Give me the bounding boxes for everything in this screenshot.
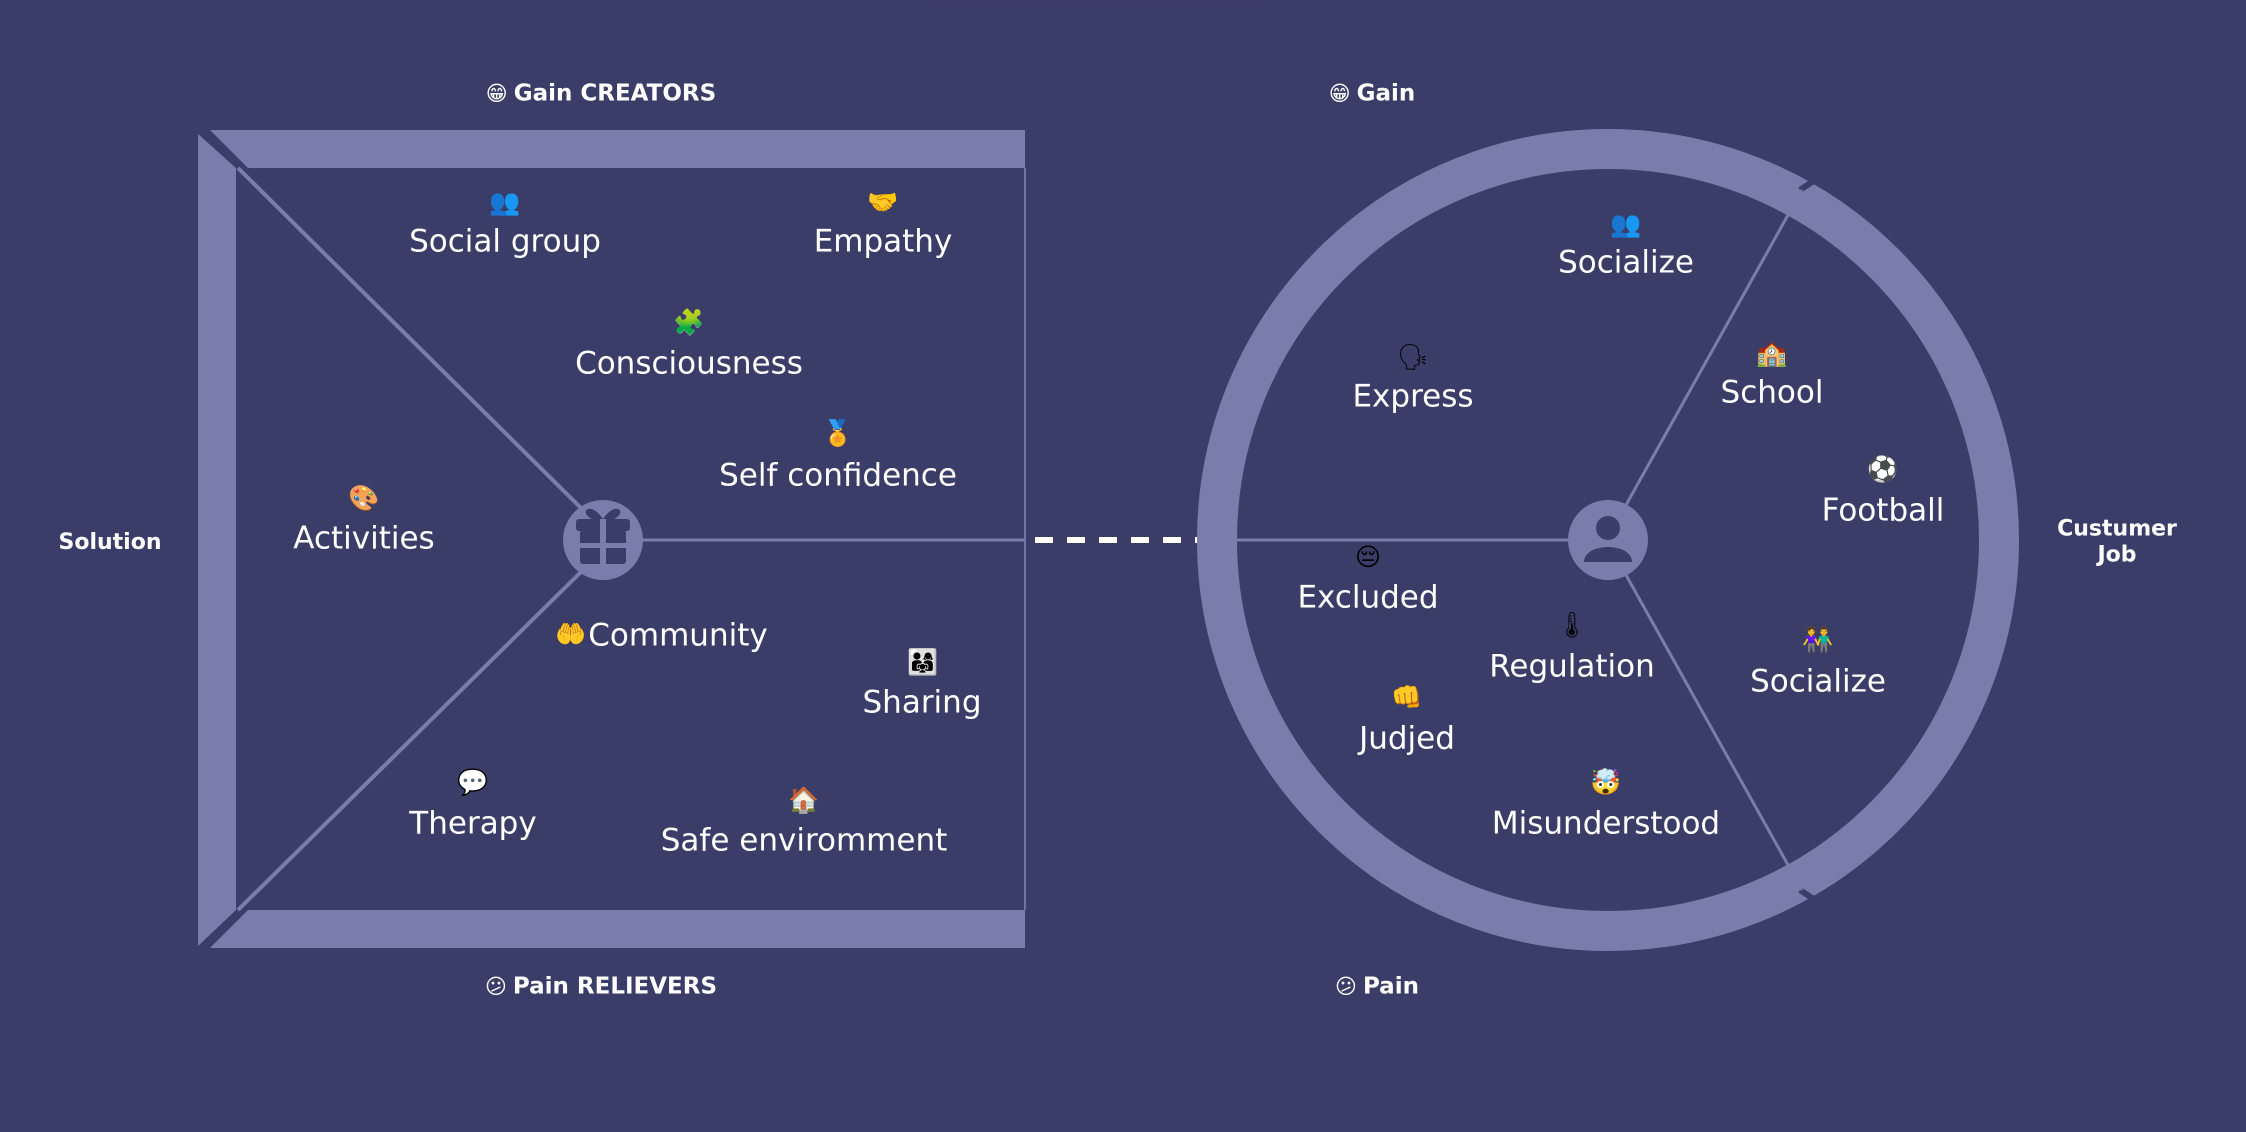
circle-divider-top [1624, 189, 1804, 506]
pain-relievers-header: 😕Pain RELIEVERS [484, 973, 718, 1000]
house-icon: 🏠 [788, 785, 820, 815]
gain-creators-label: Gain CREATORS [513, 80, 717, 107]
gain-label: Gain [1356, 80, 1416, 107]
couple-icon: 👫 [1802, 625, 1834, 655]
gain-express: Express [1352, 378, 1474, 415]
square-left-band [198, 134, 236, 946]
gain-creator-consciousness: Consciousness [575, 345, 803, 382]
palette-icon: 🎨 [348, 483, 380, 513]
gain-creator-social-group: Social group [409, 223, 601, 260]
user-icon [1584, 516, 1632, 562]
solution-label: Solution [58, 529, 162, 555]
thermometer-icon: 🌡 [1556, 610, 1588, 640]
pain-excluded: Excluded [1297, 579, 1439, 616]
gift-icon [576, 508, 630, 564]
pensive-face-icon: 😔 [1354, 542, 1382, 572]
football-icon: ⚽ [1867, 454, 1899, 484]
pain-relievers-label: Pain RELIEVERS [512, 973, 718, 1000]
handshake-icon: 🤝 [867, 187, 899, 217]
pain-misunderstood: Misunderstood [1491, 805, 1721, 842]
school-icon: 🏫 [1756, 338, 1788, 368]
family-icon: 👨‍👩‍👧 [907, 647, 939, 677]
square-bottom-band [210, 910, 1025, 948]
confused-emoji-icon: 😕 [484, 974, 507, 999]
medal-icon: 🏅 [822, 418, 854, 448]
square-divider-top [236, 166, 587, 514]
square-top-band [210, 130, 1025, 168]
square-divider-bottom [236, 566, 587, 912]
grin-emoji-icon: 😁 [1328, 81, 1351, 106]
pain-regulation: Regulation [1489, 648, 1655, 685]
gain-header: 😁Gain [1328, 80, 1416, 107]
customer-job-line1: Custumer [2057, 516, 2177, 542]
pain-reliever-sharing: Sharing [862, 684, 982, 721]
customer-job-label: Custumer Job [2057, 517, 2177, 570]
pain-label: Pain [1362, 973, 1419, 1000]
customer-profile-circle [1197, 129, 2019, 951]
job-socialize: Socialize [1750, 663, 1886, 700]
speaking-head-icon: 🗣 [1397, 342, 1429, 372]
circle-divider-bottom [1624, 574, 1804, 891]
pain-reliever-safe-environment: Safe enviromment [660, 822, 948, 859]
pain-reliever-therapy: Therapy [409, 805, 537, 842]
background-glow [400, 0, 1800, 120]
gain-creator-self-confidence: Self confidence [719, 457, 957, 494]
job-school: School [1720, 374, 1824, 411]
speech-bubble-icon: 💬 [457, 767, 489, 797]
value-map-square [198, 130, 1026, 948]
gain-creators-header: 😁Gain CREATORS [485, 80, 717, 107]
job-football: Football [1821, 492, 1945, 529]
people-icon: 👥 [1610, 209, 1642, 239]
pain-reliever-community: Community [588, 617, 768, 654]
product-activities: Activities [293, 520, 435, 557]
pain-header: 😕Pain [1335, 973, 1419, 1000]
puzzle-icon: 🧩 [673, 307, 705, 337]
customer-job-line2: Job [2097, 543, 2137, 568]
palms-up-icon: 🤲 [555, 619, 587, 649]
exploding-head-icon: 🤯 [1590, 767, 1622, 797]
people-icon: 👥 [489, 187, 521, 217]
grin-emoji-icon: 😁 [485, 81, 508, 106]
pain-judjed: Judjed [1359, 720, 1455, 757]
fist-icon: 👊 [1391, 682, 1423, 712]
gain-creator-empathy: Empathy [813, 223, 953, 260]
confused-emoji-icon: 😕 [1335, 974, 1357, 999]
gain-socialize: Socialize [1558, 244, 1694, 281]
